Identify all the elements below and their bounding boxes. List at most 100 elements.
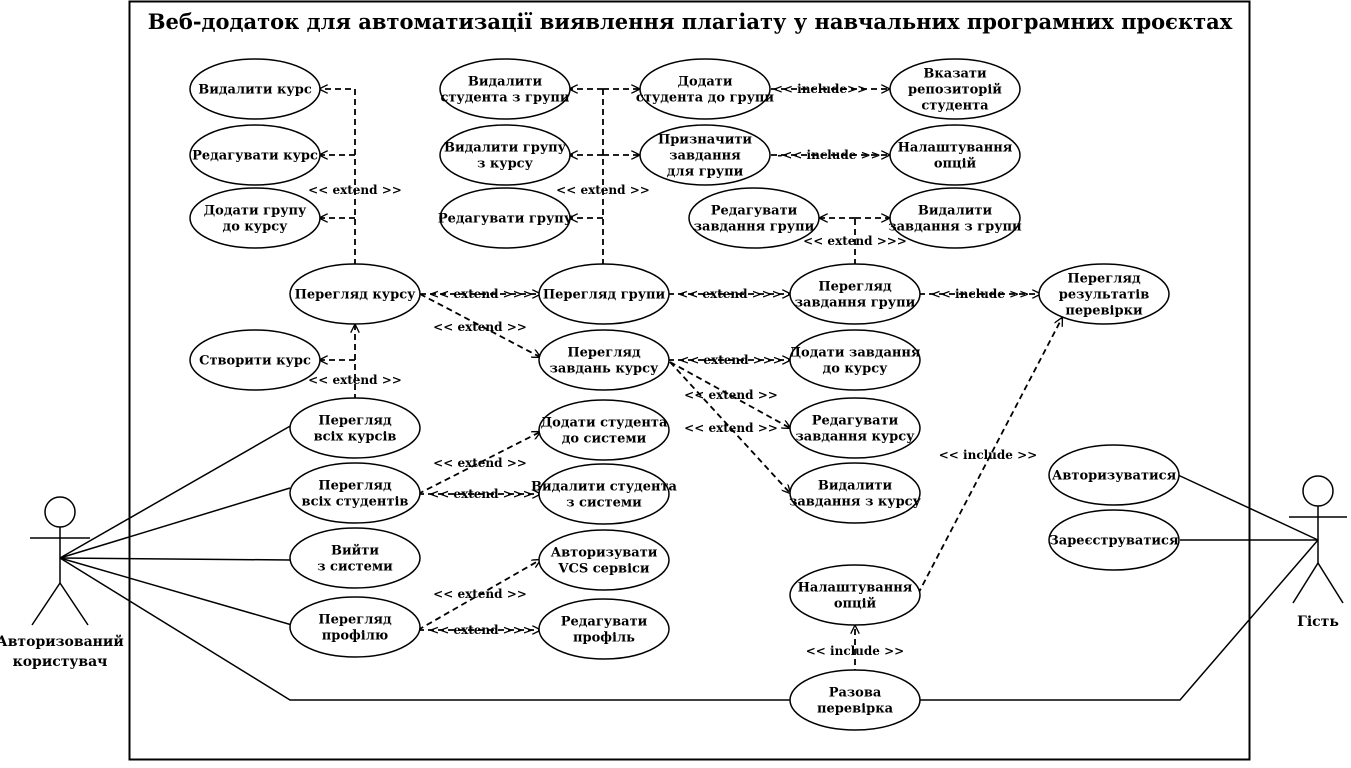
use-case-ellipse (439, 124, 571, 186)
use-case-ellipse (189, 187, 321, 249)
dep-edit-course-task (669, 361, 790, 428)
label-extend: << extend >>> (679, 353, 783, 367)
label-include: << include >> (931, 287, 1029, 301)
label-include: -<< include >> (777, 148, 880, 162)
dep-settings-results (917, 318, 1062, 595)
use-case-ellipse (538, 399, 670, 461)
use-case-label: Перегляд (818, 280, 892, 295)
system-boundary (128, 0, 1251, 761)
use-case-ellipse (289, 596, 421, 658)
use-case-label: завдання з курсу (789, 495, 922, 510)
assoc-one-time-check (59, 557, 790, 701)
use-case-label: Перегляд (1067, 272, 1141, 287)
use-case-label: Редагувати (812, 414, 899, 429)
label-extend: << extend >> (308, 373, 402, 387)
label-extend: << extend >>> (429, 487, 533, 501)
label-extend: << extend >>> (803, 234, 907, 248)
label-extend: << extend >> (684, 421, 778, 435)
use-case-ellipse (538, 529, 670, 591)
use-case-ellipse (889, 124, 1021, 186)
use-case-ellipse (538, 463, 670, 525)
use-case-label: Авторизуватися (1052, 469, 1177, 484)
use-case-label: Додати студента (541, 416, 668, 431)
use-case-ellipse (789, 397, 921, 459)
use-case-label: з системи (317, 560, 393, 575)
actor-authorized-name-line2: користувач (13, 654, 108, 670)
dep-view-course-tasks (419, 293, 540, 357)
use-case-label: Додати групу (204, 204, 307, 219)
use-case-ellipse (639, 124, 771, 186)
use-case-label: Редагувати (711, 204, 798, 219)
use-case-label: Перегляд (318, 613, 392, 628)
use-case-label: профіль (573, 631, 635, 646)
label-extend: << extend >>> (429, 623, 533, 637)
use-case-ellipse (439, 187, 571, 249)
actor-guest-figure (1289, 475, 1347, 604)
assoc-view-all-courses (59, 424, 293, 559)
use-case-label: Налаштування (798, 581, 913, 596)
use-case-label: Вказати (923, 67, 987, 82)
use-case-label: Разова (829, 686, 882, 701)
use-case-ellipse (189, 58, 321, 120)
use-case-label: Створити курс (199, 354, 311, 369)
label-extend: << extend >> (433, 456, 527, 470)
assoc-logout (59, 557, 291, 561)
association-lines (59, 424, 1319, 701)
label-extend: << extend >>> (429, 287, 533, 301)
dep-add-student-system (417, 432, 540, 495)
use-case-delete-course: Видалити курс (189, 58, 321, 120)
use-case-label: Видалити групу (444, 141, 567, 156)
actor-guest-name: Гість (1297, 614, 1339, 630)
dep-delete-course (320, 89, 356, 265)
use-case-label: Видалити (468, 75, 543, 90)
use-case-label: до системи (562, 432, 647, 447)
use-case-label: Перегляд (318, 414, 392, 429)
use-case-label: репозиторій (908, 83, 1002, 98)
use-case-label: Редагувати курс (192, 149, 318, 164)
use-case-label: Призначити (658, 133, 752, 148)
dependency-lines (320, 89, 1062, 675)
use-case-label: перевірки (1065, 304, 1143, 319)
use-case-label: до курсу (223, 220, 289, 235)
use-case-ellipse (1048, 444, 1180, 506)
use-case-ellipse (538, 263, 670, 325)
use-case-label: студента з групи (440, 91, 569, 106)
use-case-label: студента до групи (636, 91, 775, 106)
actor-authorized-name-line1: Авторизований (0, 633, 124, 650)
label-extend: << extend >> (556, 183, 650, 197)
label-extend: << extend >>> (678, 287, 782, 301)
use-case-ellipse (189, 124, 321, 186)
use-case-label: Налаштування (898, 141, 1013, 156)
use-case-edit-course: Редагувати курс (189, 124, 321, 186)
assoc-view-profile (59, 557, 293, 626)
assoc-sign-in (1177, 474, 1319, 541)
use-case-ellipse (688, 187, 820, 249)
label-extend: << extend >> (433, 320, 527, 334)
use-case-label: профілю (322, 629, 388, 644)
use-case-ellipse (439, 58, 571, 120)
use-case-label: перевірка (817, 702, 894, 717)
use-case-ellipse (789, 263, 921, 325)
use-case-label: опцій (834, 597, 877, 612)
dep-authorize-vcs (417, 560, 540, 631)
use-case-label: Вийти (331, 544, 379, 559)
use-case-label: Видалити курс (198, 83, 312, 98)
use-case-ellipse (189, 329, 321, 391)
label-include: << include>> (773, 82, 867, 96)
use-case-label: з курсу (477, 157, 534, 172)
use-case-ellipse (289, 527, 421, 589)
use-case-label: Редагувати групу (438, 212, 573, 227)
